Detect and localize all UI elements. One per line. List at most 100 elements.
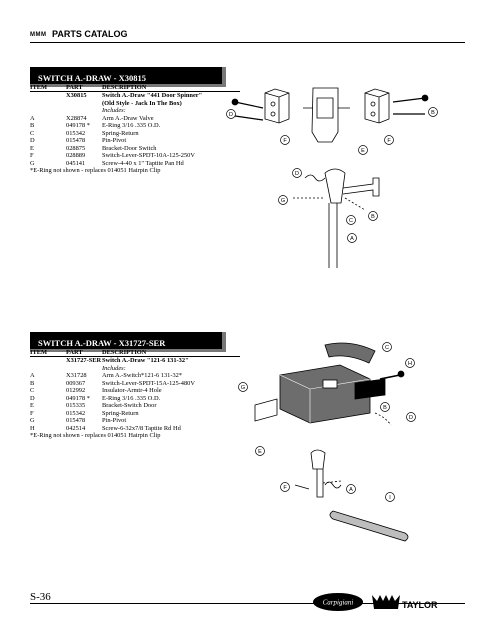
callout-a	[347, 233, 357, 243]
callout-label: D	[409, 415, 413, 421]
callout-b	[428, 107, 438, 117]
cell-description: Bracket-Switch Door	[102, 402, 157, 410]
cell-item	[30, 92, 66, 99]
table-row: Includes:	[30, 107, 240, 114]
cell-part: 012992	[66, 387, 86, 395]
callout-e	[358, 145, 368, 155]
callout-label: H	[408, 361, 412, 367]
return-spring-2	[324, 481, 342, 489]
callout-e	[255, 446, 265, 456]
callout-label: E	[258, 449, 262, 455]
draw-arm-top	[324, 168, 346, 204]
callout-d	[226, 109, 236, 119]
callout-b	[368, 211, 378, 221]
callout-label: D	[229, 112, 233, 118]
cell-description: Includes:	[102, 364, 126, 372]
cell-item: A	[30, 114, 35, 122]
cell-item	[30, 365, 66, 372]
callout-label: G	[281, 198, 285, 204]
door-bracket	[311, 87, 339, 143]
callout-f	[280, 135, 290, 145]
callout-label: E	[361, 148, 365, 154]
cell-item: A	[30, 372, 35, 380]
cell-part: X31728	[66, 372, 87, 380]
pivot-pin	[342, 177, 380, 197]
right-switch-body	[364, 88, 390, 124]
return-spring	[304, 174, 326, 182]
insulator	[324, 342, 376, 364]
cell-part: 049178 *	[66, 122, 90, 130]
callout-label: B	[383, 405, 387, 411]
cell-item: G	[30, 417, 35, 425]
cell-description: Bracket-Door Switch	[102, 144, 157, 152]
cell-item: D	[30, 137, 35, 145]
cell-description: Switch-Lever-SPDT-15A-125-480V	[102, 379, 195, 387]
cell-description: Arm A.-Switch*121-6 131-32*	[102, 372, 183, 380]
carpigiani-logo: Carpigiani	[313, 593, 363, 611]
cell-description: Insulator-Armtr-4 Hole	[102, 387, 162, 395]
callout-g	[278, 195, 288, 205]
switch-door-bracket	[279, 364, 371, 424]
callout-h	[405, 358, 415, 368]
callout-b	[380, 402, 390, 412]
header-description: DESCRIPTION	[102, 84, 147, 91]
callout-label: F	[283, 485, 287, 491]
cell-description: Switch A.-Draw "441 Door Spinner"	[102, 92, 203, 100]
callout-label: I	[389, 495, 391, 501]
svg-text:TAYLOR: TAYLOR	[402, 600, 438, 610]
footnote: *E-Ring not shown - replaces 014051 Hair…	[30, 431, 161, 439]
taylor-logo: TAYLOR	[372, 595, 438, 610]
cell-part: 015342	[66, 129, 86, 137]
header-rule	[30, 42, 465, 43]
page-header: MMM PARTS CATALOG	[30, 28, 465, 44]
callout-label: C	[385, 345, 389, 351]
cell-description: Screw-4-40 x 1" Taptite Pan Hd	[102, 159, 184, 167]
callout-label: C	[349, 218, 353, 224]
cell-part: 015342	[66, 409, 86, 417]
callout-g	[238, 382, 248, 392]
header-item: ITEM	[30, 84, 48, 91]
cell-item: F	[30, 152, 34, 160]
callout-i	[385, 492, 395, 502]
callout-c	[382, 342, 392, 352]
cell-part: 009367	[66, 379, 86, 387]
cell-description: Includes:	[102, 107, 126, 115]
cell-description: E-Ring 3/16 .335 O.D.	[102, 394, 161, 402]
cell-item: C	[30, 387, 35, 395]
cell-description: Switch A.-Draw "121-6 131-32"	[102, 357, 189, 365]
svg-text:Carpigiani: Carpigiani	[323, 599, 354, 607]
lever-switch	[354, 378, 386, 400]
left-switch-body	[264, 88, 290, 124]
table-row: A X31728 Arm A.-Switch*121-6 131-32*	[30, 372, 240, 379]
cell-part: 042514	[66, 424, 86, 432]
callout-c	[346, 215, 356, 225]
page-number: S-36	[30, 591, 51, 603]
cell-item: D	[30, 394, 35, 402]
callout-f	[384, 135, 394, 145]
bracket-flange	[254, 398, 278, 422]
callout-label: B	[431, 110, 435, 116]
switch-arm	[316, 469, 324, 498]
cell-item: E	[30, 144, 34, 152]
header-part: PART	[66, 349, 83, 356]
cell-part: X31727-SER	[66, 357, 102, 365]
cell-item	[30, 100, 66, 107]
cell-item: G	[30, 159, 35, 167]
cell-item: F	[30, 409, 34, 417]
header-logo: MMM	[30, 32, 47, 38]
